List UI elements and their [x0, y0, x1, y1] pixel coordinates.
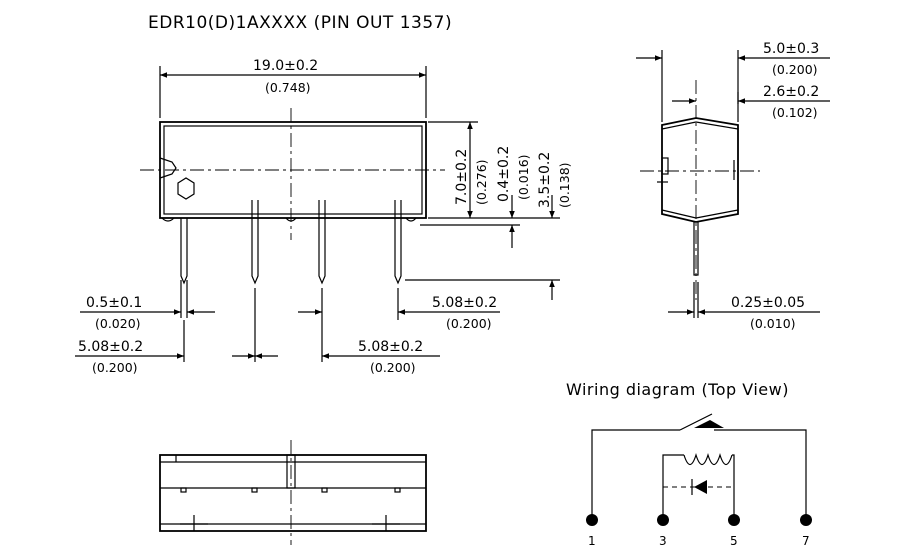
wiring-diagram: Wiring diagram (Top View) 1 3 5 7: [566, 380, 812, 548]
pitch-mid-dim-value: 5.08±0.2: [358, 339, 423, 355]
pin-row-dim-inch: (0.102): [772, 105, 818, 120]
wiring-pin-5: [728, 514, 740, 526]
standoff-dim-inch: (0.016): [516, 154, 531, 200]
front-pins: [180, 200, 402, 285]
height-dim-value: 7.0±0.2: [454, 149, 470, 205]
pitch-mid-dim-inch: (0.200): [370, 360, 416, 375]
diode-symbol: [694, 480, 707, 494]
wiring-pin-label-1: 1: [588, 534, 596, 548]
length-dim-value: 19.0±0.2: [253, 58, 318, 74]
pin-width-dim-inch: (0.020): [95, 316, 141, 331]
relay-coil: [683, 453, 733, 466]
wiring-pin-1: [586, 514, 598, 526]
pin-thickness-dim-value: 0.25±0.05: [731, 295, 805, 311]
side-width-dim-inch: (0.200): [772, 62, 818, 77]
pitch-right-dim-value: 5.08±0.2: [432, 295, 497, 311]
drawing-title: EDR10(D)1AXXXX (PIN OUT 1357): [148, 13, 452, 33]
height-dim-inch: (0.276): [474, 159, 489, 205]
wiring-pin-7: [800, 514, 812, 526]
side-width-dim-value: 5.0±0.3: [763, 41, 819, 57]
wiring-pin-label-7: 7: [802, 534, 810, 548]
switch-contact: [679, 413, 713, 431]
wiring-pin-3: [657, 514, 669, 526]
pin-thickness-dim-inch: (0.010): [750, 316, 796, 331]
side-view: 5.0±0.3 (0.200) 2.6±0.2 (0.102) 0.25±0.0…: [636, 41, 830, 331]
pin1-hex-mark: [177, 177, 195, 200]
pin-row-dim-value: 2.6±0.2: [763, 84, 819, 100]
front-view: 19.0±0.2 (0.748) 7.0±0.2 (0.276) 0.4±0.2…: [75, 58, 572, 375]
pin-width-dim-value: 0.5±0.1: [86, 295, 142, 311]
pin-length-dim-value: 3.5±0.2: [537, 152, 553, 208]
standoff-dim-value: 0.4±0.2: [496, 146, 512, 202]
pitch-right-dim-inch: (0.200): [446, 316, 492, 331]
wiring-title: Wiring diagram (Top View): [566, 380, 789, 399]
wiring-pin-label-5: 5: [730, 534, 738, 548]
wiring-pin-label-3: 3: [659, 534, 667, 548]
switch-actuator: [694, 420, 724, 428]
top-view: [159, 440, 427, 545]
pin-length-dim-inch: (0.138): [557, 162, 572, 208]
length-dim-inch: (0.748): [265, 80, 311, 95]
pitch-left-dim-inch: (0.200): [92, 360, 138, 375]
relay-body-side: [661, 117, 739, 223]
pitch-left-dim-value: 5.08±0.2: [78, 339, 143, 355]
